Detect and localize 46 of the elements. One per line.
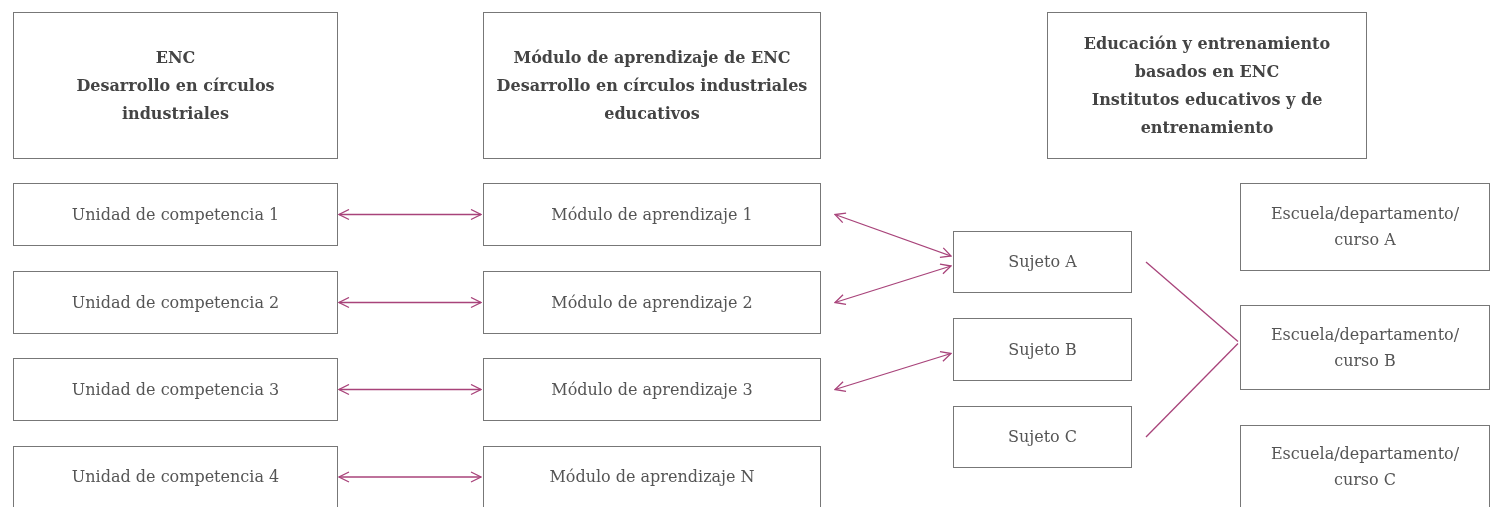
box-text: Módulo de aprendizaje N	[549, 466, 755, 489]
box-text: Unidad de competencia 4	[71, 466, 280, 489]
process-box	[1240, 425, 1490, 507]
box-text: Escuela/departamento/ curso B	[1269, 323, 1461, 372]
column-header-box	[1047, 12, 1367, 159]
process-box	[953, 406, 1132, 468]
process-box	[483, 183, 821, 246]
process-box	[13, 271, 338, 334]
box-text: Institutos educativos y de entrenamiento	[1090, 88, 1324, 139]
column-header-box	[13, 12, 338, 159]
box-text: Módulo de aprendizaje de ENC	[513, 46, 791, 69]
box-text: Educación y entrenamiento basados en ENC	[1082, 32, 1332, 83]
box-text: Escuela/departamento/ curso A	[1269, 203, 1461, 251]
process-box	[483, 271, 821, 334]
column-header-box	[483, 12, 821, 159]
double-arrow	[338, 296, 482, 309]
connector-line	[1145, 342, 1239, 438]
box-text: Módulo de aprendizaje 1	[551, 203, 753, 226]
box-text: Sujeto C	[1007, 426, 1078, 449]
process-box	[953, 231, 1132, 293]
box-text: Unidad de competencia 3	[71, 378, 280, 401]
double-arrow	[834, 351, 952, 392]
box-text: Escuela/departamento/ curso C	[1269, 442, 1461, 491]
box-text: Sujeto B	[1008, 338, 1077, 361]
process-box	[483, 446, 821, 507]
box-text: Módulo de aprendizaje 3	[551, 378, 753, 401]
double-arrow	[338, 471, 482, 483]
process-box	[1240, 183, 1490, 271]
process-box	[1240, 305, 1490, 390]
double-arrow	[834, 212, 952, 258]
box-text: Módulo de aprendizaje 2	[551, 291, 753, 314]
double-arrow	[338, 208, 482, 221]
box-text: Desarrollo en círculos industriales educativos	[495, 74, 809, 125]
process-box	[13, 358, 338, 421]
box-text: Unidad de competencia 1	[71, 203, 280, 226]
box-text: Desarrollo en círculos industriales	[75, 74, 276, 125]
process-box	[953, 318, 1132, 381]
box-text: Unidad de competencia 2	[71, 291, 280, 314]
process-box	[13, 183, 338, 246]
double-arrow	[338, 383, 482, 396]
process-box	[483, 358, 821, 421]
process-box	[13, 446, 338, 507]
box-text: ENC	[155, 46, 196, 69]
box-text: Sujeto A	[1008, 251, 1077, 274]
connector-line	[1145, 261, 1239, 343]
double-arrow	[834, 263, 952, 305]
